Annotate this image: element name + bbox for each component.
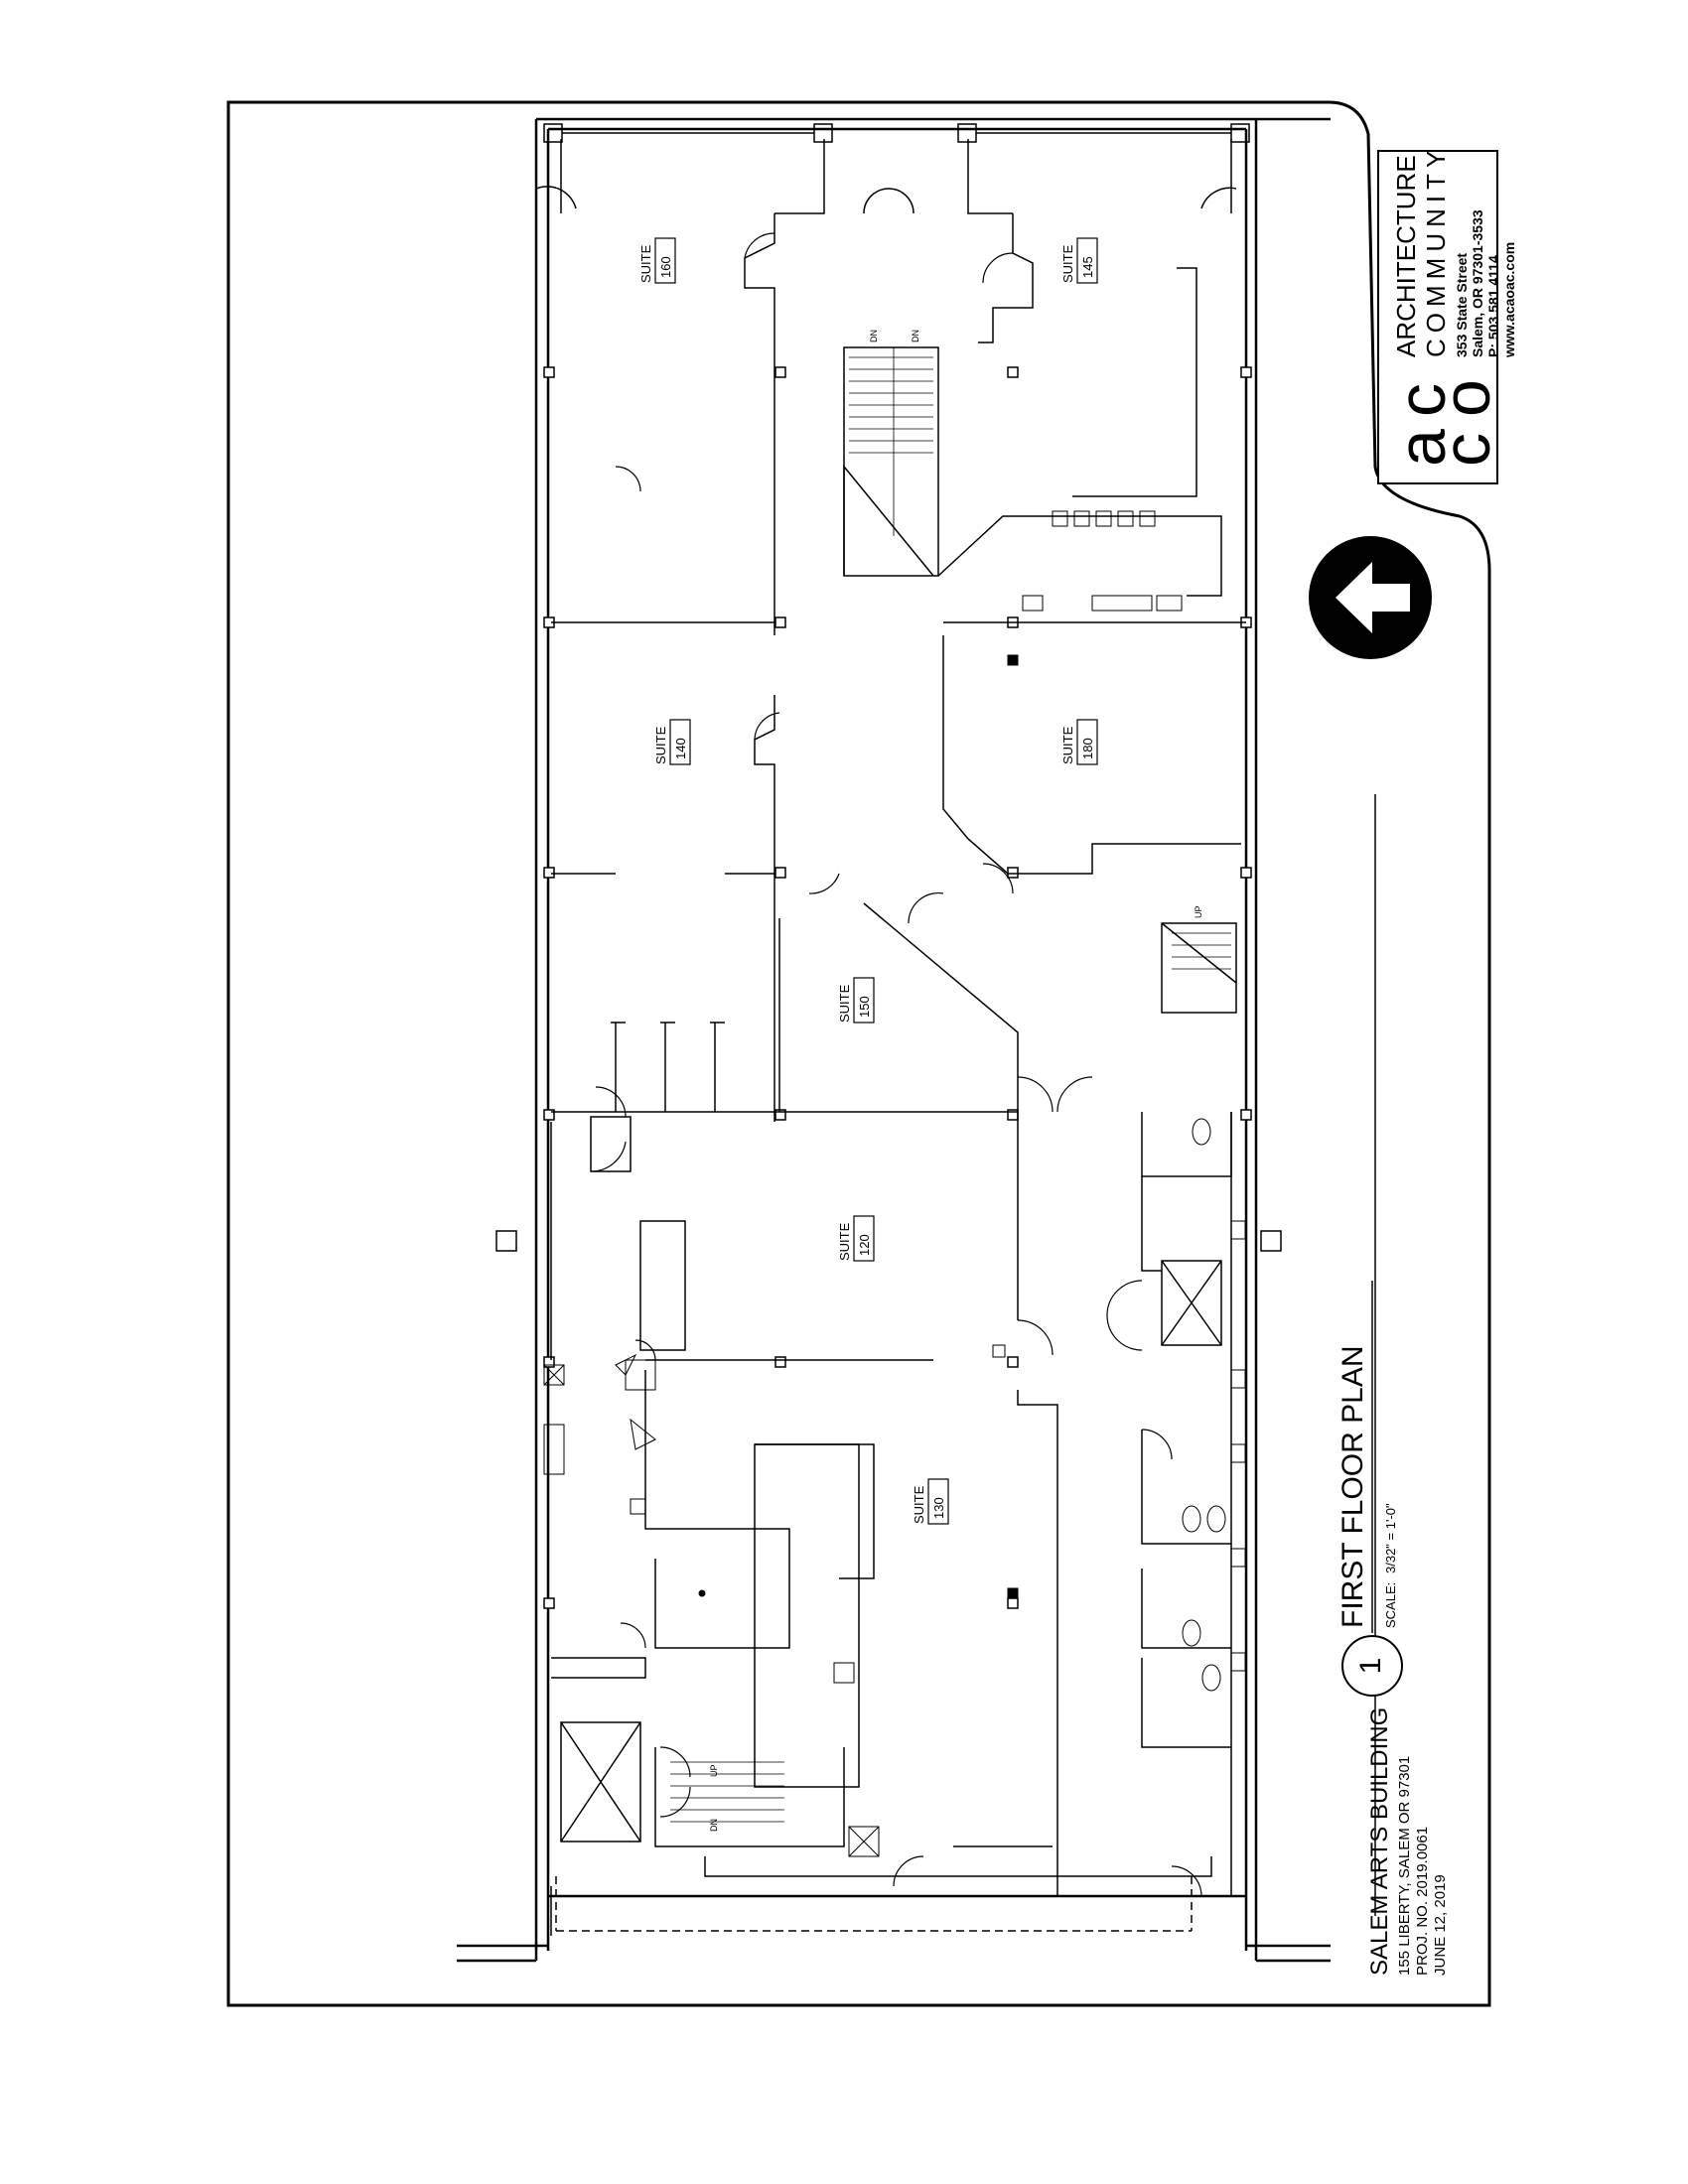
svg-text:160: 160 (658, 256, 673, 278)
logo-letter: c (1429, 433, 1504, 467)
column-grid (495, 366, 1282, 1609)
interior-partitions (550, 213, 1246, 1936)
stair-label: DN (911, 330, 920, 342)
left-arrow-icon (1336, 562, 1410, 633)
scale-value: 3/32" = 1'-0" (1383, 1503, 1398, 1573)
project-info: SALEM ARTS BUILDING 155 LIBERTY, SALEM O… (1366, 1707, 1449, 1976)
project-number: PROJ. NO. 2019.0061 (1414, 1827, 1431, 1976)
svg-text:145: 145 (1080, 256, 1095, 278)
logo-box (1377, 150, 1498, 484)
logo-letter: a (1384, 429, 1460, 467)
room-suite-145: SUITE 145 (1060, 244, 1095, 283)
project-date: JUNE 12, 2019 (1432, 1874, 1449, 1976)
room-labels: SUITE 160 SUITE 145 SUITE 140 SUITE 180 … (638, 244, 1095, 1524)
sheet-border (226, 100, 1491, 2007)
stair-labels: DN DN UP UP DN (709, 330, 1203, 1832)
room-suite-180: SUITE 180 (1060, 726, 1095, 764)
svg-text:140: 140 (673, 738, 688, 759)
drawing-title-block: 1 FIRST FLOOR PLAN SCALE: 3/32" = 1'-0" (1336, 1281, 1403, 1697)
detail-bubble (1341, 1635, 1403, 1697)
firm-name-line1: ARCHITECTURE (1391, 155, 1421, 357)
firm-address-line2: Salem, OR 97301-3533 (1470, 209, 1485, 357)
svg-text:150: 150 (857, 996, 872, 1018)
logo-letter: c (1384, 383, 1460, 417)
logo-letter: o (1429, 379, 1504, 417)
room-suite-150: SUITE 150 (837, 984, 872, 1023)
firm-address-line1: 353 State Street (1454, 253, 1470, 357)
svg-text:SUITE: SUITE (837, 1222, 852, 1261)
svg-text:130: 130 (931, 1497, 946, 1519)
storefront-top (535, 123, 1250, 214)
room-tags (654, 237, 1098, 1525)
svg-text:SUITE: SUITE (912, 1485, 926, 1524)
svg-text:180: 180 (1080, 738, 1095, 759)
svg-text:SUITE: SUITE (1060, 244, 1075, 283)
floor-plan (457, 117, 1331, 1963)
project-address: 155 LIBERTY, SALEM OR 97301 (1396, 1756, 1413, 1976)
room-suite-120: SUITE 120 (837, 1222, 872, 1261)
scale-label: SCALE: (1383, 1582, 1398, 1628)
north-arrow (1309, 536, 1432, 659)
door-swings (590, 232, 1202, 1897)
room-suite-130: SUITE 130 (912, 1485, 946, 1524)
firm-phone: P: 503.581.4114 (1485, 255, 1501, 357)
fixtures (543, 510, 1246, 1857)
firm-website: www.acaoac.com (1501, 242, 1517, 358)
stair-label: DN (869, 330, 879, 342)
drawing-title: FIRST FLOOR PLAN (1336, 1345, 1369, 1628)
detail-number: 1 (1354, 1658, 1387, 1675)
svg-text:120: 120 (857, 1234, 872, 1256)
stair-label: DN (709, 1819, 719, 1832)
svg-text:SUITE: SUITE (638, 244, 653, 283)
stair-label: UP (709, 1764, 719, 1777)
room-suite-160: SUITE 160 (638, 244, 673, 283)
firm-title-block: a c c o ARCHITECTURE COMMUNITY 353 State… (1377, 145, 1517, 484)
room-suite-140: SUITE 140 (653, 726, 688, 764)
exterior-walls (457, 117, 1331, 1963)
firm-name-line2: COMMUNITY (1421, 145, 1451, 357)
stair-label: UP (1194, 905, 1203, 918)
svg-text:SUITE: SUITE (1060, 726, 1075, 764)
project-name: SALEM ARTS BUILDING (1366, 1707, 1393, 1976)
logo-mark: a c c o (1384, 379, 1504, 467)
svg-text:SUITE: SUITE (653, 726, 668, 764)
svg-text:SUITE: SUITE (837, 984, 852, 1023)
stair-treads (670, 347, 1231, 1823)
